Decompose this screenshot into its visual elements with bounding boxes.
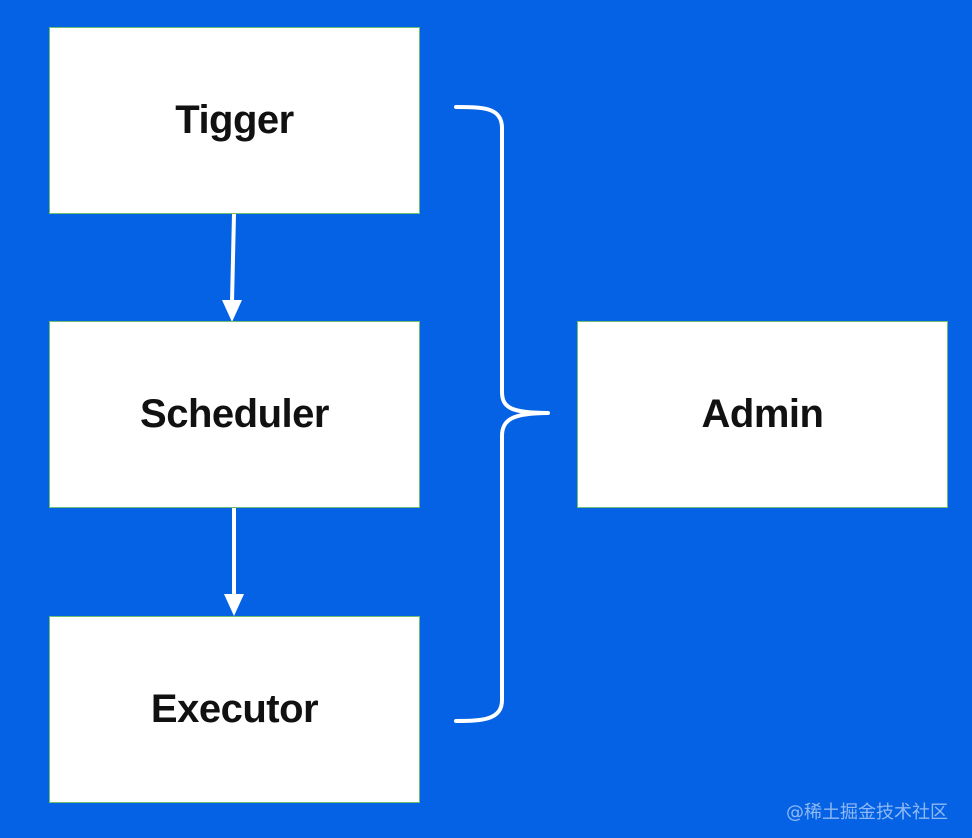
arrow-scheduler-to-executor [224,508,244,616]
trigger-node: Tigger [49,27,420,214]
scheduler-label: Scheduler [140,392,329,436]
executor-node: Executor [49,616,420,803]
executor-label: Executor [150,687,319,731]
watermark-text: @稀土掘金技术社区 [786,802,948,823]
admin-label: Admin [701,392,824,436]
arrow-trigger-to-scheduler [222,213,242,322]
admin-node: Admin [577,321,948,508]
scheduler-node: Scheduler [49,321,420,508]
grouping-brace [454,105,550,723]
trigger-label: Tigger [175,98,294,142]
